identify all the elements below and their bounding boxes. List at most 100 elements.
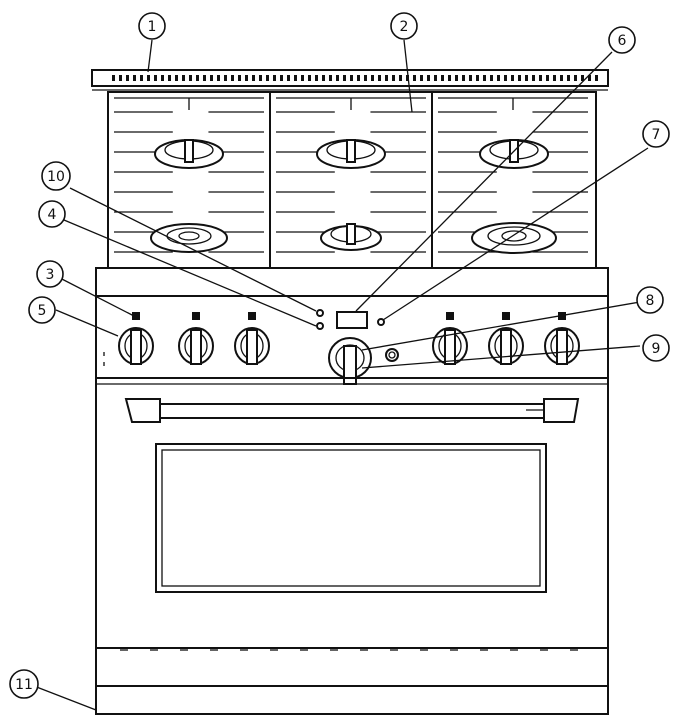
vent-slot	[126, 75, 129, 81]
vent-slot	[301, 75, 304, 81]
vent-slot	[154, 75, 157, 81]
callout-1: 1	[138, 12, 166, 40]
vent-slot	[469, 75, 472, 81]
callout-2: 2	[390, 12, 418, 40]
svg-text:9: 9	[652, 341, 661, 357]
callout-8: 8	[636, 286, 664, 314]
svg-text:8: 8	[646, 293, 655, 309]
vent-slot	[392, 75, 395, 81]
knob-indicator	[248, 312, 256, 320]
vent-slot	[238, 75, 241, 81]
vent-slot	[287, 75, 290, 81]
callout-10: 10	[41, 161, 71, 191]
callout-9: 9	[642, 334, 670, 362]
vent-slot	[161, 75, 164, 81]
vent-slot	[259, 75, 262, 81]
vent-slot	[420, 75, 423, 81]
burner-knob[interactable]	[488, 312, 524, 365]
callout-6: 6	[608, 26, 636, 54]
vent-slot	[560, 75, 563, 81]
indicator-light-2	[316, 322, 324, 330]
burner-rear-left	[154, 139, 224, 169]
vent-slot	[308, 75, 311, 81]
vent-slot	[112, 75, 115, 81]
vent-slot	[532, 75, 535, 81]
vent-slot	[434, 75, 437, 81]
svg-text:4: 4	[48, 207, 57, 223]
svg-text:10: 10	[47, 169, 65, 185]
svg-text:2: 2	[400, 19, 409, 35]
vent-slot	[336, 75, 339, 81]
vent-slot	[385, 75, 388, 81]
burner-knob[interactable]	[234, 312, 270, 365]
vent-slot	[343, 75, 346, 81]
knob-indicator	[132, 312, 140, 320]
vent-slot	[490, 75, 493, 81]
vent-slot	[224, 75, 227, 81]
svg-text:1: 1	[148, 19, 157, 35]
control-panel	[95, 295, 609, 385]
vent-slot	[595, 75, 598, 81]
svg-text:11: 11	[15, 677, 33, 693]
vent-slot	[252, 75, 255, 81]
vent-slot	[273, 75, 276, 81]
svg-text:3: 3	[46, 267, 55, 283]
burner-front-left	[150, 223, 228, 253]
oven-door-handle	[124, 398, 580, 423]
vent-slot	[567, 75, 570, 81]
vent-slot	[245, 75, 248, 81]
knob-indicator	[192, 312, 200, 320]
callout-7: 7	[642, 120, 670, 148]
backguard-vent	[91, 69, 609, 91]
vent-slot	[147, 75, 150, 81]
burner-knob[interactable]	[544, 312, 580, 365]
vent-slot	[574, 75, 577, 81]
vent-slot	[357, 75, 360, 81]
vent-slot	[441, 75, 444, 81]
vent-slot	[378, 75, 381, 81]
vent-slot	[455, 75, 458, 81]
vent-slot	[518, 75, 521, 81]
vent-slot	[371, 75, 374, 81]
vent-slot	[553, 75, 556, 81]
vent-slot	[175, 75, 178, 81]
oven-window	[155, 443, 547, 593]
burner-front-center	[320, 223, 382, 251]
vent-slot	[168, 75, 171, 81]
callout-4: 4	[38, 200, 66, 228]
vent-slot	[511, 75, 514, 81]
vent-slot	[462, 75, 465, 81]
callout-5: 5	[28, 296, 56, 324]
vent-slot	[399, 75, 402, 81]
vent-slot	[210, 75, 213, 81]
vent-slot	[294, 75, 297, 81]
vent-slot	[329, 75, 332, 81]
vent-slot	[476, 75, 479, 81]
vent-slot	[266, 75, 269, 81]
burner-rear-right	[479, 139, 549, 169]
vent-slot	[483, 75, 486, 81]
svg-text:5: 5	[38, 303, 47, 319]
oven-knob[interactable]	[328, 337, 372, 385]
burner-rear-center	[316, 139, 386, 169]
vent-slot	[427, 75, 430, 81]
knob-indicator	[502, 312, 510, 320]
oven-door	[95, 377, 609, 649]
vent-slot	[203, 75, 206, 81]
indicator-light-3	[377, 318, 385, 326]
burners	[150, 139, 557, 254]
vent-slot	[413, 75, 416, 81]
vent-slot	[189, 75, 192, 81]
burner-knob[interactable]	[118, 312, 154, 365]
vent-slot	[231, 75, 234, 81]
burner-knob[interactable]	[178, 312, 214, 365]
callout-3: 3	[36, 260, 64, 288]
svg-text:6: 6	[618, 33, 627, 49]
kick-panel	[95, 647, 609, 715]
vent-slot	[525, 75, 528, 81]
callout-11: 11	[9, 669, 39, 699]
vent-slot	[364, 75, 367, 81]
leader-lines	[33, 39, 649, 711]
burner-knob[interactable]	[432, 312, 468, 365]
